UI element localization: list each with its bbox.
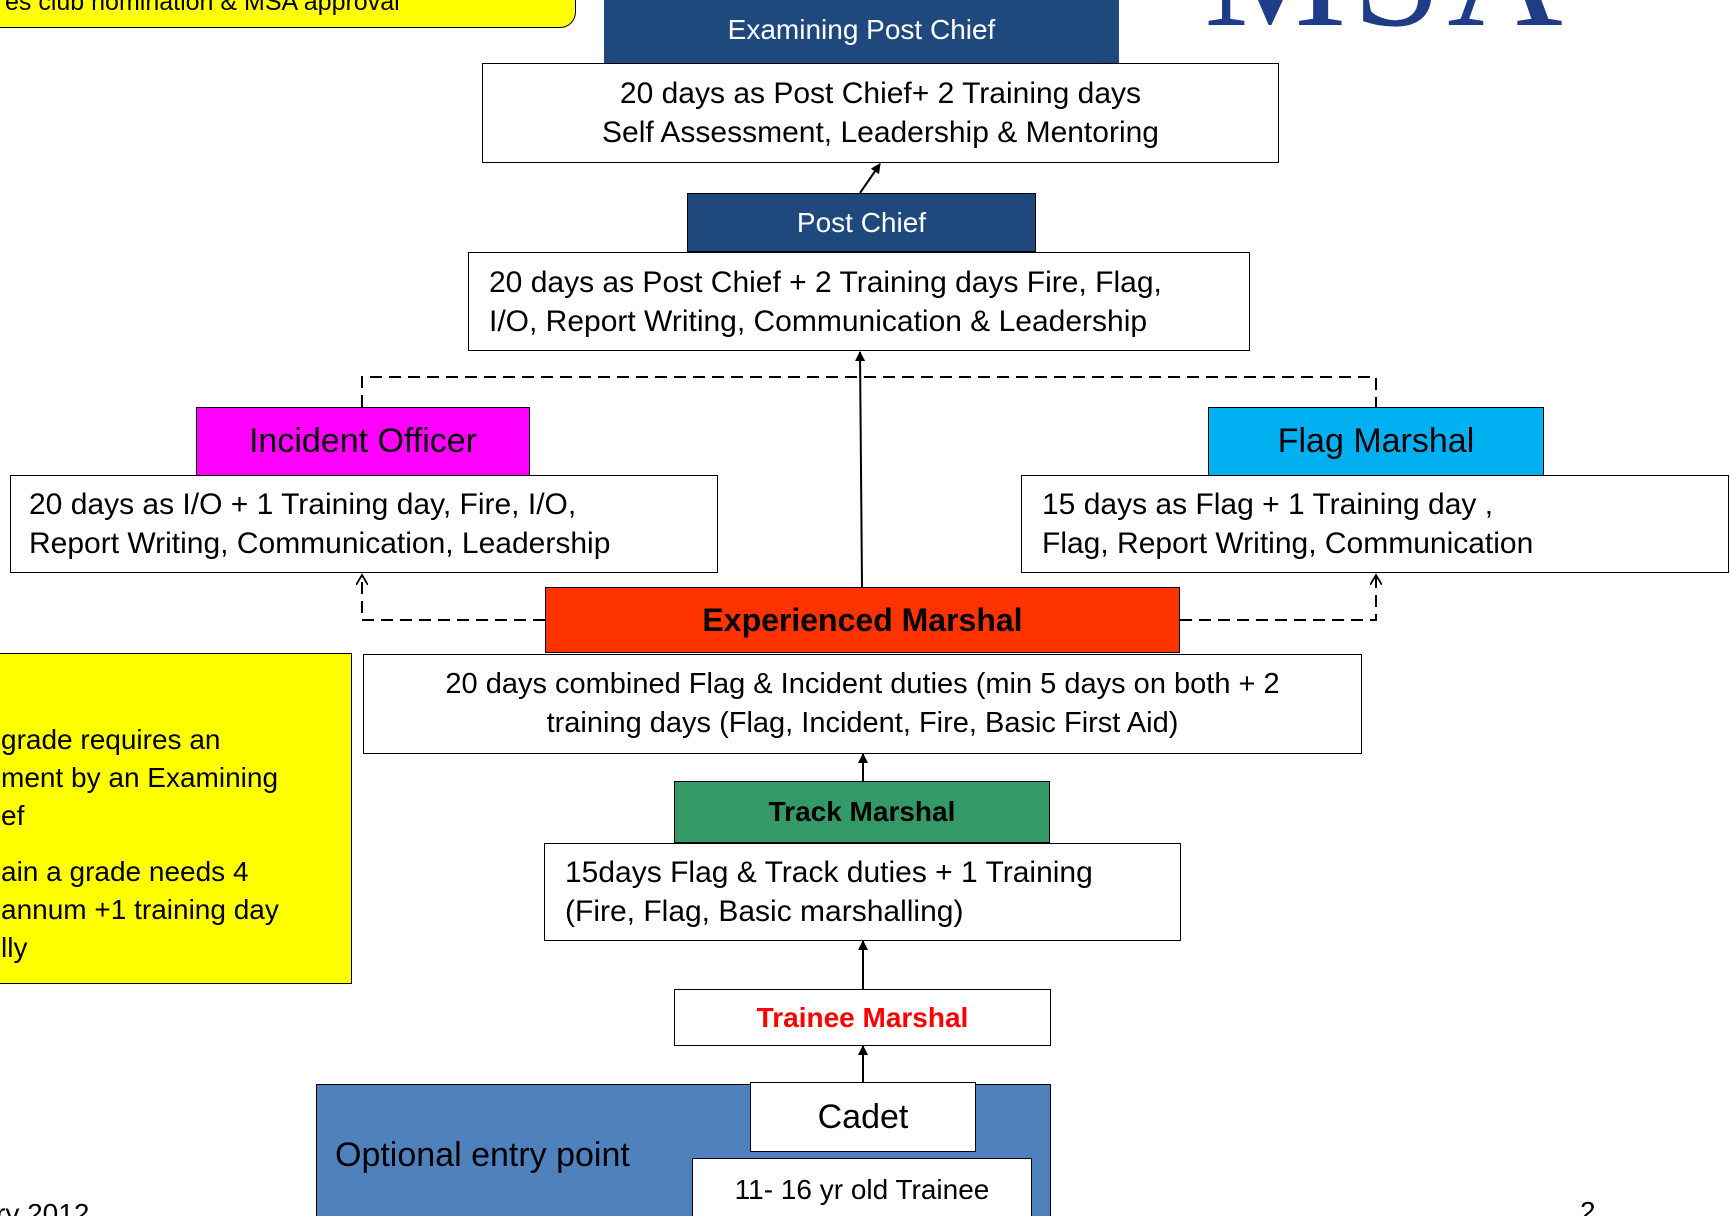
- flag-marshal-title: Flag Marshal: [1277, 422, 1475, 460]
- experienced-desc-line-2: training days (Flag, Incident, Fire, Bas…: [546, 707, 1179, 739]
- cadet-desc-box: 11- 16 yr old Trainee: [692, 1158, 1032, 1216]
- flag-marshal-desc: 15 days as Flag + 1 Training day , Flag,…: [1021, 475, 1729, 573]
- track-marshal-desc: 15days Flag & Track duties + 1 Training …: [544, 843, 1181, 941]
- flag-desc-line-2: Flag, Report Writing, Communication: [1042, 527, 1534, 560]
- side-note-line-4: ain a grade needs 4: [1, 856, 249, 887]
- arrow-postchief-to-examining: [859, 163, 881, 194]
- page-number-text: 2: [1580, 1196, 1596, 1216]
- side-note-line-2: ment by an Examining: [1, 762, 279, 793]
- track-desc-line-1: 15days Flag & Track duties + 1 Training: [565, 856, 1093, 889]
- examining-desc-line-1: 20 days as Post Chief+ 2 Training days: [619, 77, 1142, 110]
- incident-officer-title: Incident Officer: [248, 422, 478, 460]
- incident-officer-header: Incident Officer: [196, 407, 530, 476]
- cadet-box: Cadet: [750, 1082, 976, 1152]
- side-note-line-5: annum +1 training day: [1, 894, 279, 925]
- incident-desc-line-2: Report Writing, Communication, Leadershi…: [29, 527, 611, 560]
- examining-post-chief-desc: 20 days as Post Chief+ 2 Training days S…: [482, 63, 1279, 163]
- flag-desc-line-1: 15 days as Flag + 1 Training day ,: [1042, 488, 1494, 521]
- side-note: grade requires an ment by an Examining e…: [0, 653, 352, 984]
- incident-officer-desc: 20 days as I/O + 1 Training day, Fire, I…: [10, 475, 718, 573]
- side-note-line-6: lly: [1, 932, 28, 963]
- dashed-link-experienced-incident: [362, 575, 545, 621]
- experienced-marshal-desc: 20 days combined Flag & Incident duties …: [363, 654, 1362, 754]
- optional-entry-label: Optional entry point: [335, 1136, 630, 1174]
- side-note-line-3: ef: [1, 800, 25, 831]
- cadet-desc: 11- 16 yr old Trainee: [734, 1174, 990, 1205]
- top-note-text: es club nomination & MSA approval: [5, 0, 400, 16]
- experienced-desc-line-1: 20 days combined Flag & Incident duties …: [445, 668, 1280, 700]
- msa-logo-text: MSA: [1204, 0, 1569, 60]
- dashed-link-experienced-flag: [1180, 575, 1376, 621]
- top-note: es club nomination & MSA approval: [0, 0, 576, 28]
- trainee-marshal-title: Trainee Marshal: [756, 1001, 969, 1033]
- cadet-title: Cadet: [817, 1097, 909, 1136]
- dashed-link-incident-flag: [361, 376, 1377, 407]
- track-marshal-title: Track Marshal: [768, 796, 956, 827]
- track-desc-line-2: (Fire, Flag, Basic marshalling): [565, 895, 964, 928]
- arrow-experienced-to-postchief: [855, 351, 866, 588]
- examining-post-chief-header: Examining Post Chief: [604, 0, 1119, 63]
- track-marshal-header: Track Marshal: [674, 781, 1050, 843]
- flag-marshal-header: Flag Marshal: [1208, 407, 1544, 476]
- footer-date-text: ry 2012: [0, 1198, 90, 1216]
- post-chief-header: Post Chief: [687, 193, 1036, 252]
- msa-logo: MSA: [1204, 0, 1664, 51]
- examining-desc-line-2: Self Assessment, Leadership & Mentoring: [602, 116, 1159, 149]
- experienced-marshal-title: Experienced Marshal: [702, 601, 1023, 638]
- post-chief-desc-line-1: 20 days as Post Chief + 2 Training days …: [489, 265, 1162, 299]
- experienced-marshal-header: Experienced Marshal: [545, 587, 1180, 653]
- footer-date: ry 2012: [0, 1198, 89, 1216]
- side-note-line-1: grade requires an: [1, 724, 221, 755]
- post-chief-title: Post Chief: [796, 206, 927, 238]
- incident-desc-line-1: 20 days as I/O + 1 Training day, Fire, I…: [29, 488, 577, 521]
- post-chief-desc-line-2: I/O, Report Writing, Communication & Lea…: [489, 304, 1148, 338]
- trainee-marshal-box: Trainee Marshal: [674, 989, 1051, 1046]
- page-number: 2: [1580, 1196, 1596, 1216]
- post-chief-desc: 20 days as Post Chief + 2 Training days …: [468, 252, 1250, 351]
- examining-post-chief-title: Examining Post Chief: [727, 13, 996, 45]
